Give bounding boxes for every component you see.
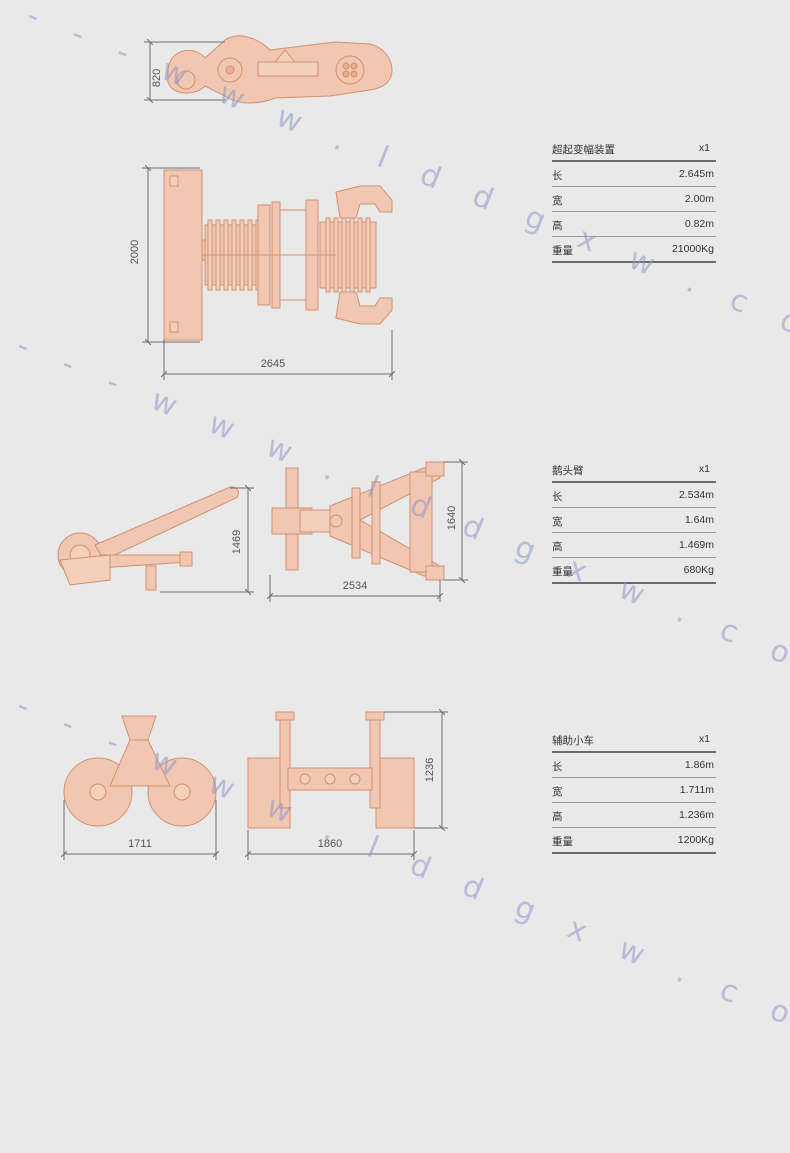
spec-row-weight: 重量 21000Kg — [552, 237, 716, 263]
spec-row-length: 长 2.645m — [552, 162, 716, 187]
spec-title: 超起变幅装置 — [552, 144, 615, 156]
spec-row-height: 高 0.82m — [552, 212, 716, 237]
spec-row-width: 宽 1.64m — [552, 508, 716, 533]
dim-label-d3-length: 2534 — [343, 580, 367, 592]
dim-line-d3-height — [160, 488, 254, 592]
luffing-device-plan-view — [163, 169, 393, 341]
spec-header: 辅助小车 x1 — [552, 729, 716, 753]
dim-label-d2-length: 2645 — [261, 358, 285, 370]
dim-label-d4-width: 1711 — [128, 838, 152, 850]
spec-value: 680Kg — [683, 564, 714, 576]
spec-row-length: 长 2.534m — [552, 483, 716, 508]
dim-line-d2-height — [142, 168, 200, 342]
spec-key: 长 — [552, 491, 563, 503]
spec-title: 鹅头臂 — [552, 465, 584, 477]
auxiliary-trolley-side-view — [247, 711, 415, 829]
spec-value: 21000Kg — [671, 243, 714, 255]
dim-line-d3-length — [270, 575, 440, 602]
spec-header: 鹅头臂 x1 — [552, 459, 716, 483]
spec-row-weight: 重量 1200Kg — [552, 828, 716, 854]
spec-value: 2.645m — [678, 168, 714, 180]
luffing-device-side-view — [167, 35, 393, 104]
spec-value: 0.82m — [684, 218, 714, 230]
spec-row-height: 高 1.469m — [552, 533, 716, 558]
dim-line-d1-height — [144, 42, 225, 100]
spec-value: 1200Kg — [677, 834, 714, 846]
dim-line-d4-length — [248, 830, 414, 860]
spec-row-width: 宽 2.00m — [552, 187, 716, 212]
spec-table-luffing-device: 超起变幅装置 x1 长 2.645m 宽 2.00m 高 0.82m 重量 21000K… — [552, 138, 716, 263]
drawings-canvas: 820 2000 2645 1469 1640 2534 1711 1860 1… — [57, 35, 468, 860]
spec-quantity: x1 — [698, 463, 710, 475]
spec-row-weight: 重量 680Kg — [552, 558, 716, 584]
spec-value: 1.236m — [678, 809, 714, 821]
spec-title: 辅助小车 — [552, 735, 594, 747]
auxiliary-trolley-front-view — [63, 715, 217, 827]
spec-quantity: x1 — [698, 733, 710, 745]
spec-key: 重量 — [552, 245, 573, 257]
spec-key: 长 — [552, 761, 563, 773]
dim-line-d3-width — [444, 462, 468, 580]
gooseneck-jib-plan-view — [271, 461, 445, 581]
spec-value: 1.469m — [678, 539, 714, 551]
spec-table-auxiliary-trolley: 辅助小车 x1 长 1.86m 宽 1.711m 高 1.236m 重量 1200Kg — [552, 729, 716, 854]
spec-value: 2.534m — [678, 489, 714, 501]
spec-header: 超起变幅装置 x1 — [552, 138, 716, 162]
spec-key: 宽 — [552, 786, 563, 798]
spec-quantity: x1 — [698, 142, 710, 154]
spec-value: 1.711m — [679, 784, 714, 796]
spec-key: 宽 — [552, 195, 563, 207]
spec-key: 高 — [552, 220, 563, 232]
spec-key: 重量 — [552, 566, 573, 578]
dim-label-d3-height: 1469 — [231, 530, 243, 554]
spec-row-width: 宽 1.711m — [552, 778, 716, 803]
spec-table-gooseneck-jib: 鹅头臂 x1 长 2.534m 宽 1.64m 高 1.469m 重量 680Kg — [552, 459, 716, 584]
spec-row-height: 高 1.236m — [552, 803, 716, 828]
spec-key: 高 — [552, 811, 563, 823]
spec-value: 1.86m — [684, 759, 714, 771]
spec-key: 高 — [552, 541, 563, 553]
spec-value: 2.00m — [684, 193, 714, 205]
dim-label-d2-height: 2000 — [129, 240, 141, 264]
spec-key: 长 — [552, 170, 563, 182]
spec-value: 1.64m — [684, 514, 714, 526]
dim-label-d1-height: 820 — [151, 69, 163, 87]
dim-line-d2-length — [164, 330, 392, 380]
spec-key: 重量 — [552, 836, 573, 848]
dim-label-d4-length: 1860 — [318, 838, 342, 850]
dim-label-d3-width: 1640 — [446, 506, 458, 530]
dim-label-d4-height: 1236 — [424, 758, 436, 782]
gooseneck-jib-side-view — [57, 486, 239, 591]
spec-key: 宽 — [552, 516, 563, 528]
dim-line-d4-height — [384, 712, 448, 828]
dim-line-d4-width — [64, 800, 216, 860]
spec-row-length: 长 1.86m — [552, 753, 716, 778]
